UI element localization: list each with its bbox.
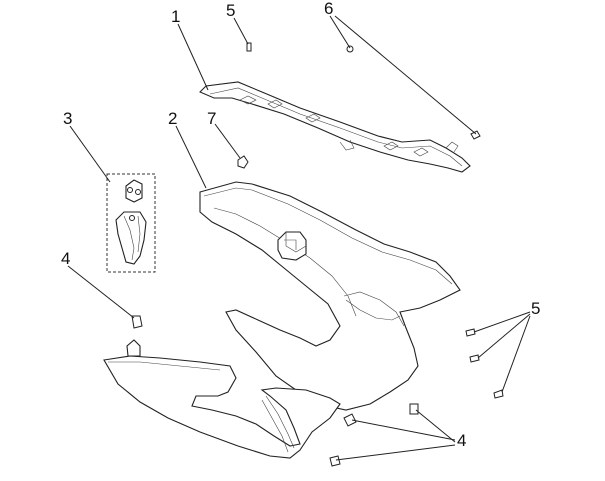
callout-3: 3 <box>63 109 72 128</box>
lower-trim-panel <box>103 339 341 459</box>
callout-2: 2 <box>168 109 177 128</box>
callout-labels: 1 2 3 4 4 5 5 6 7 <box>61 0 540 450</box>
callout-1: 1 <box>171 7 180 26</box>
callout-7: 7 <box>207 109 216 128</box>
hardware-fasteners <box>131 42 504 467</box>
callout-4-left: 4 <box>61 249 70 268</box>
part-2-side-cover <box>199 181 461 411</box>
callout-5-top: 5 <box>226 1 235 20</box>
part-3-latch-assembly <box>106 173 156 273</box>
callout-6: 6 <box>324 0 333 18</box>
leader-lines <box>67 15 531 461</box>
part-1-bracket <box>199 81 471 173</box>
callout-4-bottom: 4 <box>457 431 466 450</box>
callout-5-right: 5 <box>531 299 540 318</box>
